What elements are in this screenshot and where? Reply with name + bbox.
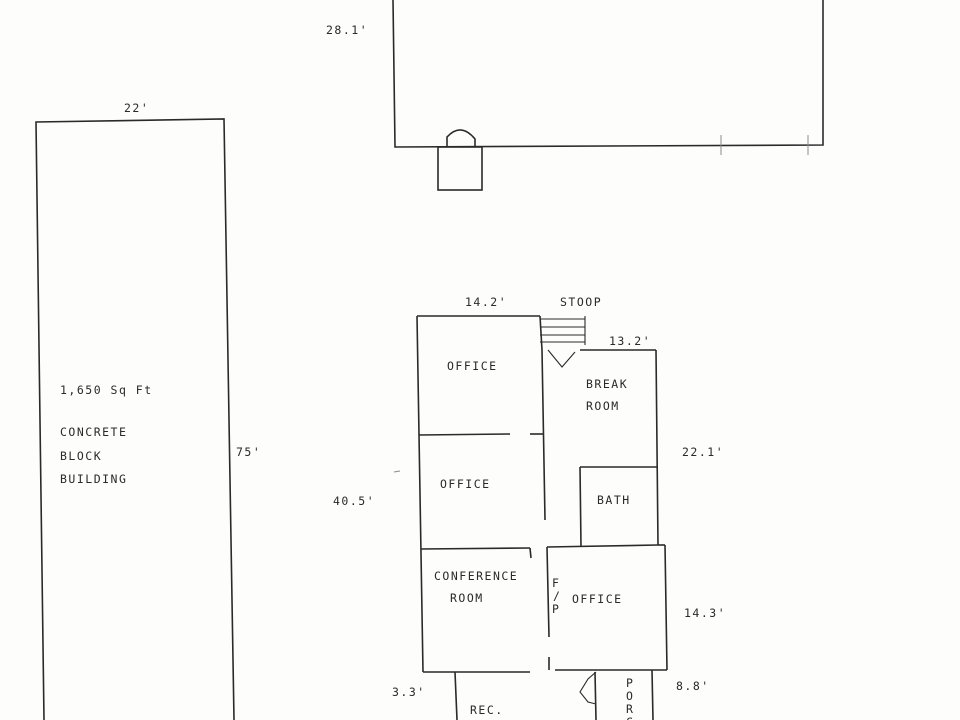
room-label-break-room: ROOM bbox=[586, 399, 620, 413]
top-building-outline bbox=[392, 0, 824, 148]
wall bbox=[651, 669, 654, 720]
dimension-label: 40.5' bbox=[333, 494, 375, 508]
top-building-door bbox=[446, 129, 476, 147]
wall bbox=[594, 671, 597, 720]
block-building-area: 1,650 Sq Ft bbox=[60, 383, 153, 397]
wall bbox=[546, 544, 659, 548]
block-building-label: BLOCK bbox=[60, 449, 102, 463]
fireplace-label: / bbox=[553, 589, 561, 603]
top-building-entry bbox=[437, 146, 483, 191]
room-label-office: OFFICE bbox=[572, 592, 623, 606]
fireplace-label: F bbox=[552, 576, 560, 590]
porch-label: P bbox=[626, 676, 634, 690]
wall bbox=[454, 671, 458, 720]
room-label-office: OFFICE bbox=[447, 359, 498, 373]
stoop-steps bbox=[540, 316, 586, 345]
door-swing bbox=[579, 671, 597, 705]
dimension-label: 14.2' bbox=[465, 295, 507, 309]
dimension-tick bbox=[393, 470, 401, 473]
top-building-dimension: 28.1' bbox=[326, 23, 368, 37]
porch-label: R bbox=[626, 702, 634, 716]
wall bbox=[539, 315, 543, 351]
room-label-bath: BATH bbox=[597, 493, 631, 507]
house-plan: 14.2' STOOP 13.2' 40.5' 22.1' 14.3' 8.8'… bbox=[333, 295, 726, 720]
dimension-label: 14.3' bbox=[684, 606, 726, 620]
block-building-label: CONCRETE bbox=[60, 425, 127, 439]
block-building-dimension-top: 22' bbox=[124, 101, 149, 115]
porch-label: O bbox=[626, 689, 634, 703]
wall bbox=[418, 433, 511, 436]
dimension-label: 22.1' bbox=[682, 445, 724, 459]
block-building-outline bbox=[35, 118, 235, 720]
room-label-conference-room: ROOM bbox=[450, 591, 484, 605]
porch-label: C bbox=[626, 715, 634, 720]
top-building: 28.1' bbox=[326, 0, 824, 191]
wall bbox=[529, 547, 532, 559]
wall bbox=[416, 315, 424, 673]
wall bbox=[655, 349, 659, 546]
dimension-label: 3.3' bbox=[392, 685, 426, 699]
wall bbox=[546, 546, 550, 638]
dimension-label: 13.2' bbox=[609, 334, 651, 348]
room-label-rec: REC. bbox=[470, 703, 504, 717]
block-building: 22' 75' 1,650 Sq Ft CONCRETE BLOCK BUILD… bbox=[35, 101, 261, 720]
door-swing bbox=[547, 349, 576, 368]
wall bbox=[579, 466, 582, 548]
stoop-label: STOOP bbox=[560, 295, 602, 309]
block-building-dimension-right: 75' bbox=[236, 445, 261, 459]
wall bbox=[664, 544, 668, 671]
room-label-office: OFFICE bbox=[440, 477, 491, 491]
wall bbox=[420, 547, 531, 550]
room-label-break-room: BREAK bbox=[586, 377, 628, 391]
block-building-label: BUILDING bbox=[60, 472, 127, 486]
room-label-conference-room: CONFERENCE bbox=[434, 569, 518, 583]
fireplace-label: P bbox=[552, 602, 560, 616]
dimension-label: 8.8' bbox=[676, 679, 710, 693]
wall bbox=[541, 349, 546, 521]
